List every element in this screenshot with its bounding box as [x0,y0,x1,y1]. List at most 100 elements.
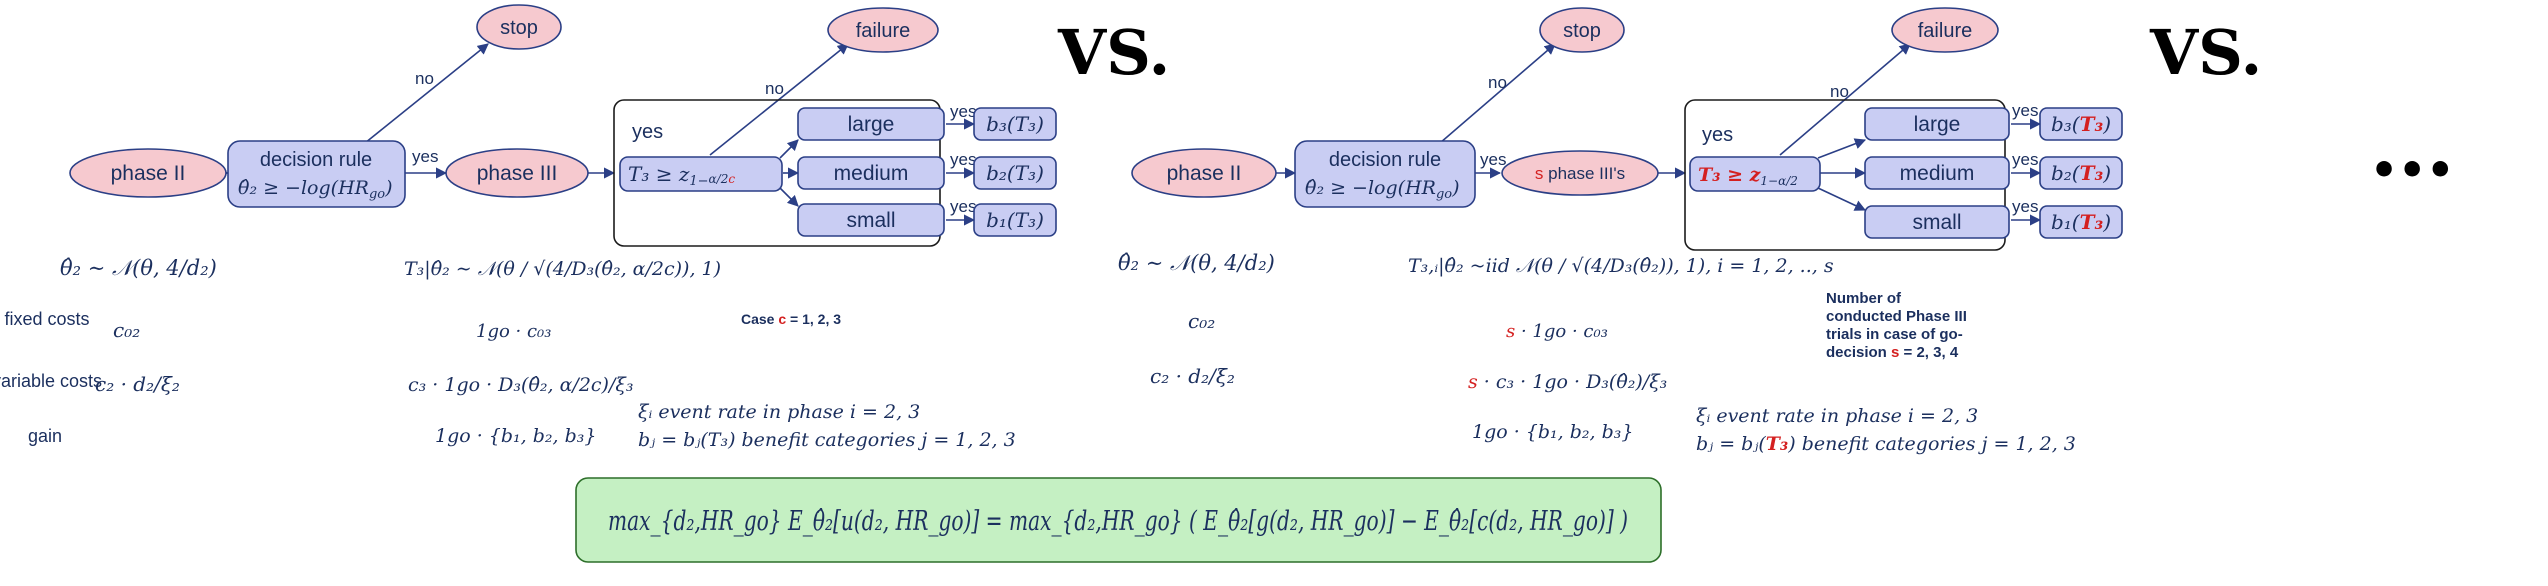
node-stop-label: stop [1563,20,1601,42]
trial-count-note: Number of conducted Phase III trials in … [1826,290,1967,361]
fixed-cost-phase3: 1go · c₀₃ [476,321,552,342]
edge-label-yes: yes [950,197,976,216]
objective-formula: max_{d₂,HR_go} E_θ̂₂[u(d₂, HR_go)] = max… [608,506,1628,537]
node-phase3-label: s phase III's [1535,164,1625,183]
dist-phase3: T₃|θ̂₂ ∼ 𝒩(θ / √(4/D₃(θ̂₂, α/2c)), 1) [404,258,721,280]
node-large [797,107,945,141]
case-note: Case c = 1, 2, 3 [741,311,841,327]
dist-phase2: θ̂₂ ∼ 𝒩(θ, 4/d₂) [60,256,217,280]
edge-label-yes: yes [2012,197,2038,216]
edge-test-small [1817,187,1867,211]
node-b3 [973,107,1057,141]
node-failure-label: failure [856,20,910,42]
vs-label: VS. [1057,16,1170,89]
node-phase3 [1501,150,1659,196]
fixed-cost-phase2: c₀₂ [1188,309,1215,333]
dist-phase3: T₃,ᵢ|θ̂₂ ~iid 𝒩(θ / √(4/D₃(θ̂₂)), 1), i … [1408,255,1834,277]
node-test [619,156,783,192]
node-large-label: large [848,113,895,136]
edge-label-yes: yes [950,150,976,169]
fixed-cost-phase2: c₀₂ [113,318,140,342]
edge-decision-stop [1439,43,1556,144]
node-medium [1864,156,2010,190]
node-phase2-label: phase II [1167,162,1242,185]
edge-label-yes: yes [2012,101,2038,120]
edge-label-no: no [1830,82,1849,101]
left-diagram: no yes no yes yes yes phase II decision … [0,4,1057,451]
right-diagram: no yes no yes yes yes phase II decision … [1118,7,2123,455]
node-large-label: large [1914,113,1961,136]
node-b3-label: b₃(T₃) [986,112,1044,136]
row-label-fixed-costs: fixed costs [4,309,89,329]
edge-label-yes: yes [1480,150,1506,169]
note-event-rate: ξᵢ event rate in phase i = 2, 3 [638,401,920,423]
test-yes-label: yes [632,121,663,143]
node-decision-formula: θ̂₂ ≥ −log(HRgo) [1305,177,1460,202]
note-benefit: bⱼ = bⱼ(T₃) benefit categories j = 1, 2,… [638,429,1016,451]
node-small-label: small [846,209,895,232]
node-b1 [2039,205,2123,239]
node-large [1864,107,2010,141]
node-decision-formula: θ̂₂ ≥ −log(HRgo) [238,177,393,202]
node-stop [1539,7,1625,53]
node-phase2 [69,148,227,198]
test-yes-label: yes [1702,124,1733,146]
node-decision-title: decision rule [1329,149,1441,171]
dist-phase2: θ̂₂ ∼ 𝒩(θ, 4/d₂) [1118,251,1275,275]
node-phase3 [445,148,589,198]
row-label-variable-costs: variable costs [0,371,102,391]
edge-label-yes: yes [412,147,438,166]
node-medium-label: medium [834,162,909,185]
edge-test-small [779,187,799,207]
node-small [797,203,945,237]
variable-cost-phase3: s · c₃ · 1go · D₃(θ̂₂)/ξ₃ [1468,371,1667,393]
svg-text:Number of: Number of [1826,290,1902,307]
gain-phase3: 1go · {b₁, b₂, b₃} [1472,421,1633,443]
node-decision-rule [227,140,406,208]
variable-cost-phase3: c₃ · 1go · D₃(θ̂₂, α/2c)/ξ₃ [408,374,633,396]
node-test [1689,156,1821,192]
objective-formula-box [575,477,1662,563]
node-failure-label: failure [1918,20,1972,42]
node-failure [1891,7,1999,53]
note-benefit: bⱼ = bⱼ(T₃) benefit categories j = 1, 2,… [1696,433,2076,455]
node-stop-label: stop [500,17,538,39]
node-b1-label: b₁(T₃) [986,208,1044,232]
row-label-gain: gain [28,426,62,446]
node-small [1864,205,2010,239]
ellipsis: ••• [2370,145,2454,196]
edge-label-yes: yes [2012,150,2038,169]
node-phase2-label: phase II [111,162,186,185]
node-phase2 [1131,148,1277,198]
edge-label-no: no [415,69,434,88]
node-medium-label: medium [1900,162,1975,185]
svg-text:decision s = 2, 3, 4: decision s = 2, 3, 4 [1826,344,1959,361]
gain-phase3: 1go · {b₁, b₂, b₃} [435,425,596,447]
node-b3 [2039,107,2123,141]
node-phase3-label: phase III [477,162,558,185]
node-failure [827,7,939,53]
vs-label: VS. [2149,16,2262,89]
node-b2 [2039,156,2123,190]
node-stop [476,4,562,50]
svg-text:trials in case of go-: trials in case of go- [1826,326,1963,343]
edge-label-yes: yes [950,102,976,121]
node-b3-label: b₃(T₃) [2051,112,2111,136]
edge-test-large [779,139,799,159]
variable-cost-phase2: c₂ · d₂/ξ₂ [95,372,180,396]
edge-label-no: no [1488,73,1507,92]
fixed-cost-phase3: s · 1go · c₀₃ [1506,321,1608,342]
node-b1-label: b₁(T₃) [2051,210,2111,234]
node-b1 [973,203,1057,237]
edge-test-large [1817,138,1867,159]
edge-decision-stop [364,43,489,144]
node-small-label: small [1912,211,1961,234]
node-b2 [973,156,1057,190]
node-medium [797,156,945,190]
node-decision-rule [1294,140,1476,208]
node-test-formula: T₃ ≥ z1−α/2c [628,162,735,189]
note-event-rate: ξᵢ event rate in phase i = 2, 3 [1696,405,1978,427]
node-b2-label: b₂(T₃) [986,161,1044,185]
edge-label-no: no [765,79,784,98]
